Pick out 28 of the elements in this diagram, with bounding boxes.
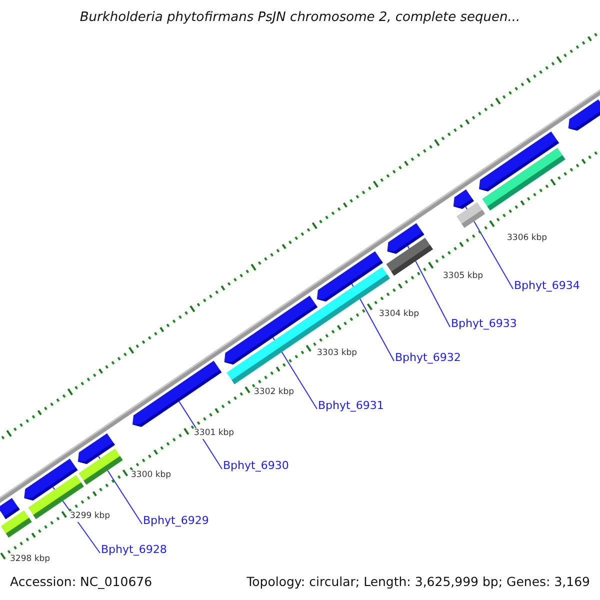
gene-label: Bphyt_6930	[223, 459, 289, 472]
scale-label: 3302 kbp	[254, 387, 294, 398]
gene-label: Bphyt_6934	[514, 279, 580, 292]
gene-feature	[456, 202, 486, 228]
title: Burkholderia phytofirmans PsJN chromosome 2, complete sequen...	[78, 10, 522, 25]
gene-feature	[78, 448, 123, 485]
accession-text: Accession: NC_010676	[10, 574, 152, 589]
gene-label: Bphyt_6931	[318, 399, 384, 412]
gene-label: Bphyt_6933	[451, 317, 517, 330]
gene-label: Bphyt_6928	[101, 543, 167, 556]
gene-feature	[386, 238, 433, 276]
scale-label: 3301 kbp	[194, 428, 234, 439]
scale-label: 3300 kbp	[131, 470, 172, 481]
scale-label: 3305 kbp	[443, 271, 484, 282]
gene-feature	[132, 360, 222, 427]
scale-label: 3306 kbp	[507, 233, 548, 244]
gene-feature	[453, 189, 474, 209]
scale-label: 3299 kbp	[70, 511, 110, 522]
gene-feature	[0, 510, 32, 538]
summary-text: Topology: circular; Length: 3,625,999 bp; Genes: 3,169	[246, 574, 590, 589]
scale-label: 3304 kbp	[379, 309, 420, 320]
leader-line	[465, 206, 514, 290]
gene-label: Bphyt_6932	[395, 351, 461, 364]
scale-label: 3303 kbp	[317, 348, 358, 359]
gene-feature	[0, 498, 20, 520]
scale-label: 3298 kbp	[10, 554, 50, 565]
gene-feature	[568, 99, 600, 131]
gene-label: Bphyt_6929	[143, 514, 209, 527]
